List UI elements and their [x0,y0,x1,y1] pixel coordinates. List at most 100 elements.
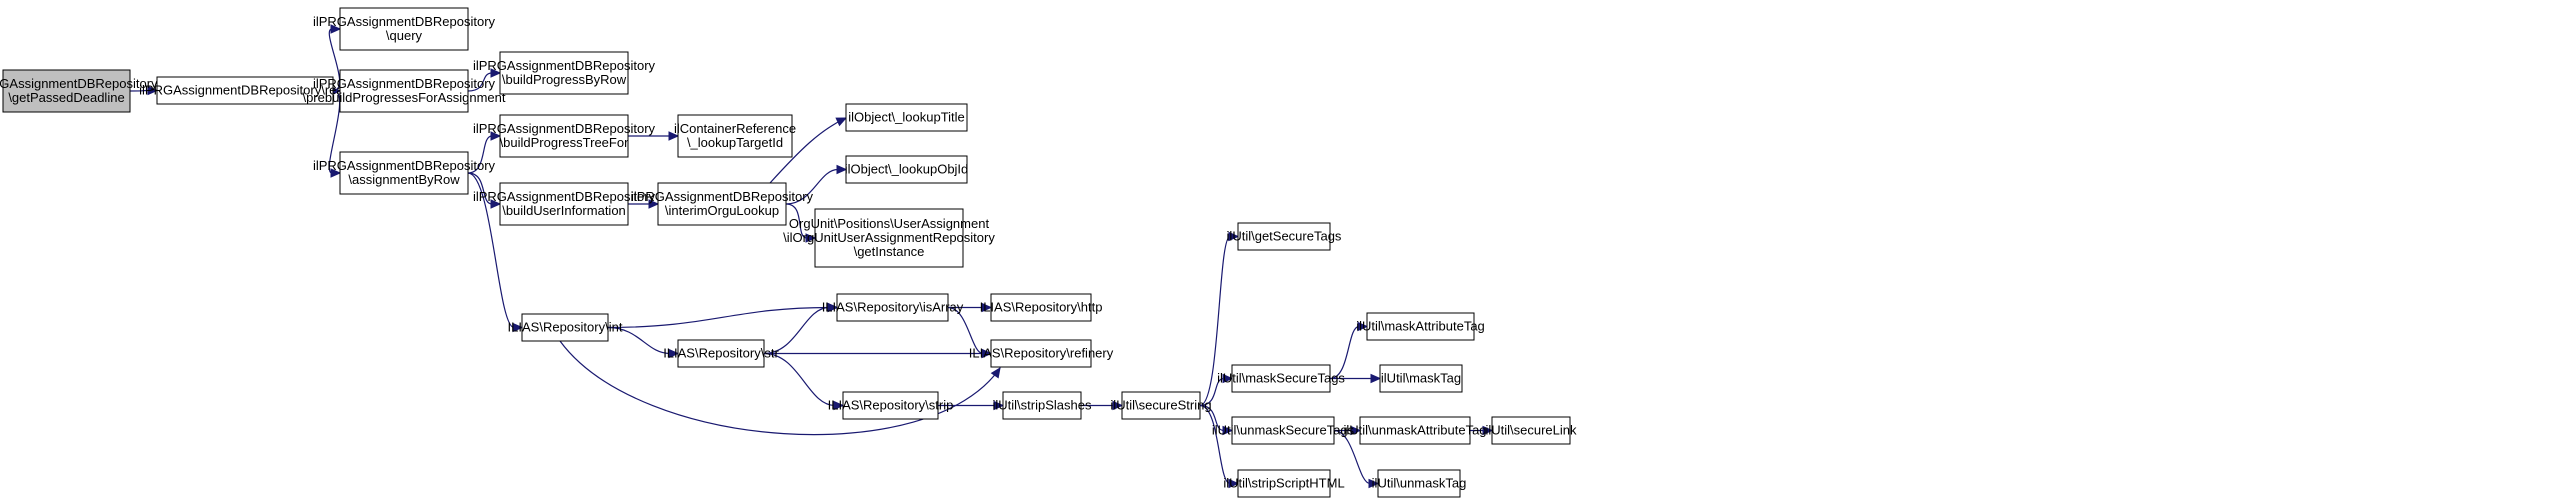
node-ilobject-lookupobjid[interactable]: ilObject\_lookupObjId [845,155,969,184]
edge-n9-to-n12 [607,326,680,359]
node-label: ilPRGAssignmentDBRepository\read [139,83,351,98]
node-label: ilPRGAssignmentDBRepository [313,14,496,29]
node-ilprgassignmentdbrepository-buildprogresstreefor[interactable]: ilPRGAssignmentDBRepository\buildProgres… [473,114,656,158]
edges [129,24,1494,489]
node-box [2,69,131,113]
node-box [521,313,609,342]
node-ilprgassignmentdbrepository-prebuildprogressesforassignment[interactable]: ilPRGAssignmentDBRepository\prebuildProg… [302,69,506,113]
node-label: \prebuildProgressesForAssignment [302,90,505,105]
node-box [1359,416,1471,445]
edge-n5-to-n8 [467,172,502,209]
edge-n11-to-n13 [769,117,848,184]
node-ilutil-unmasksecuretags[interactable]: ilUtil\unmaskSecureTags [1212,416,1355,445]
node-box [1231,416,1335,445]
edge-n24-to-n29 [1333,429,1380,489]
node-box [1237,469,1331,498]
node-label: \buildUserInformation [502,203,626,218]
node-box [1366,312,1475,341]
node-ilobject-lookuptitle[interactable]: ilObject\_lookupTitle [845,103,968,132]
node-label: ilObject\_lookupTitle [848,110,965,125]
node-ilias-repository-isarray[interactable]: ILIAS\Repository\isArray [822,293,964,322]
node-ilprgassignmentdbrepository-read[interactable]: ilPRGAssignmentDBRepository\read [139,76,351,105]
edge-n11-to-n14 [785,164,848,205]
edge-n12-to-n19 [764,348,993,359]
node-ilutil-maskattributetag[interactable]: ilUtil\maskAttributeTag [1356,312,1485,341]
edge-n24-to-n28 [1334,425,1362,436]
node-label: ilPRGAssignmentDBRepository [313,76,496,91]
node-ilprgassignmentdbrepository-assignmentbyrow[interactable]: ilPRGAssignmentDBRepository\assignmentBy… [313,151,496,195]
node-box [499,114,629,158]
node-box [499,182,629,226]
node-label: ilPRGAssignmentDBRepository [473,121,656,136]
edge-n8-to-n11 [628,199,660,209]
edge-n23-to-n26 [1329,321,1369,380]
edge-n16-to-n19 [947,306,993,359]
node-label: ilUtil\secureString [1110,398,1211,413]
node-ilprgassignmentdbrepository-getpasseddeadline[interactable]: ilPRGAssignmentDBRepository\getPassedDea… [0,69,158,113]
node-box [677,114,793,158]
node-ilias-repository-str[interactable]: ILIAS\Repository\str [663,339,779,368]
node-ilprgassignmentdbrepository-builduserinformation[interactable]: ilPRGAssignmentDBRepository\buildUserInf… [473,182,656,226]
node-label: ilUtil\unmaskAttributeTag [1343,423,1486,438]
node-ilutil-masksecuretags[interactable]: ilUtil\maskSecureTags [1217,364,1345,393]
node-label: \assignmentByRow [348,172,460,187]
node-label: ilUtil\unmaskSecureTags [1212,423,1355,438]
node-label: ilUtil\maskSecureTags [1217,371,1345,386]
node-ilias-repository-http[interactable]: ILIAS\Repository\http [980,293,1103,322]
node-ilutil-securestring[interactable]: ilUtil\secureString [1110,391,1212,420]
node-ilutil-getsecuretags[interactable]: ilUtil\getSecureTags [1227,222,1342,251]
node-box [657,182,787,226]
edge-n5-to-n9 [467,172,524,333]
node-box [814,208,964,268]
node-box [842,391,939,420]
node-ilutil-stripslashes[interactable]: ilUtil\stripSlashes [993,391,1092,420]
node-box [677,339,765,368]
node-label: ilUtil\secureLink [1485,423,1577,438]
edge-n23-to-n27 [1330,373,1382,384]
node-box [339,7,469,51]
node-ilutil-unmaskattributetag[interactable]: ilUtil\unmaskAttributeTag [1343,416,1487,445]
edge-n2-to-n3 [328,24,342,92]
node-ilprgassignmentdbrepository-query[interactable]: ilPRGAssignmentDBRepository\query [313,7,496,51]
node-label: ilPRGAssignmentDBRepository [473,189,656,204]
edge-n4-to-n6 [467,68,502,92]
node-label: ilUtil\getSecureTags [1227,229,1342,244]
node-ilprgassignmentdbrepository-interimorgulookup[interactable]: ilPRGAssignmentDBRepository\interimOrguL… [631,182,814,226]
node-label: ILIAS\Repository\int [508,320,623,335]
node-ilias-repository-strip[interactable]: ILIAS\Repository\strip [828,391,954,420]
node-label: ilUtil\maskTag [1381,371,1461,386]
node-ilutil-masktag[interactable]: ilUtil\maskTag [1379,364,1463,393]
node-box [1379,364,1463,393]
edge-n11-to-n15 [785,203,817,243]
node-ilprgassignmentdbrepository-buildprogressbyrow[interactable]: ilPRGAssignmentDBRepository\buildProgres… [473,51,656,95]
node-ilcontainerreference-lookuptargetid[interactable]: ilContainerReference\_lookupTargetId [674,114,796,158]
node-label: ilContainerReference [674,121,796,136]
node-box [339,69,469,113]
node-box [845,103,968,132]
node-box [1377,469,1461,498]
node-box [990,293,1092,322]
node-label: ILIAS\Repository\isArray [822,300,964,315]
node-ilutil-securelink[interactable]: ilUtil\secureLink [1485,416,1577,445]
node-ilias-repository-refinery[interactable]: ILIAS\Repository\refinery [969,339,1114,368]
node-label: \interimOrguLookup [665,203,779,218]
edge-n17-to-n20 [938,400,1005,411]
node-ilias-repository-int[interactable]: ILIAS\Repository\int [508,313,623,342]
node-box [1237,222,1331,251]
node-label: \buildProgressByRow [502,72,627,87]
node-label: ILIAS\Repository\strip [828,398,954,413]
node-box [1231,364,1331,393]
edge-n9-to-n16 [607,302,839,329]
node-ilutil-unmasktag[interactable]: ilUtil\unmaskTag [1372,469,1467,498]
edge-n21-to-n23 [1199,373,1234,407]
node-label: ILIAS\Repository\http [980,300,1103,315]
node-label: ilUtil\stripSlashes [993,398,1092,413]
node-label: \ilOrgUnitUserAssignmentRepository [783,230,995,245]
node-ilutil-stripscripthtml[interactable]: ilUtil\stripScriptHTML [1223,469,1345,498]
node-box [1121,391,1201,420]
edge-n12-to-n17 [763,352,845,411]
node-box [990,339,1092,368]
node-label: ILIAS\Repository\refinery [969,346,1114,361]
node-orgunit-positions-userassignment-ilorgunituserassignmentrepository-getinstance[interactable]: OrgUnit\Positions\UserAssignment\ilOrgUn… [783,208,995,268]
node-box [499,51,629,95]
